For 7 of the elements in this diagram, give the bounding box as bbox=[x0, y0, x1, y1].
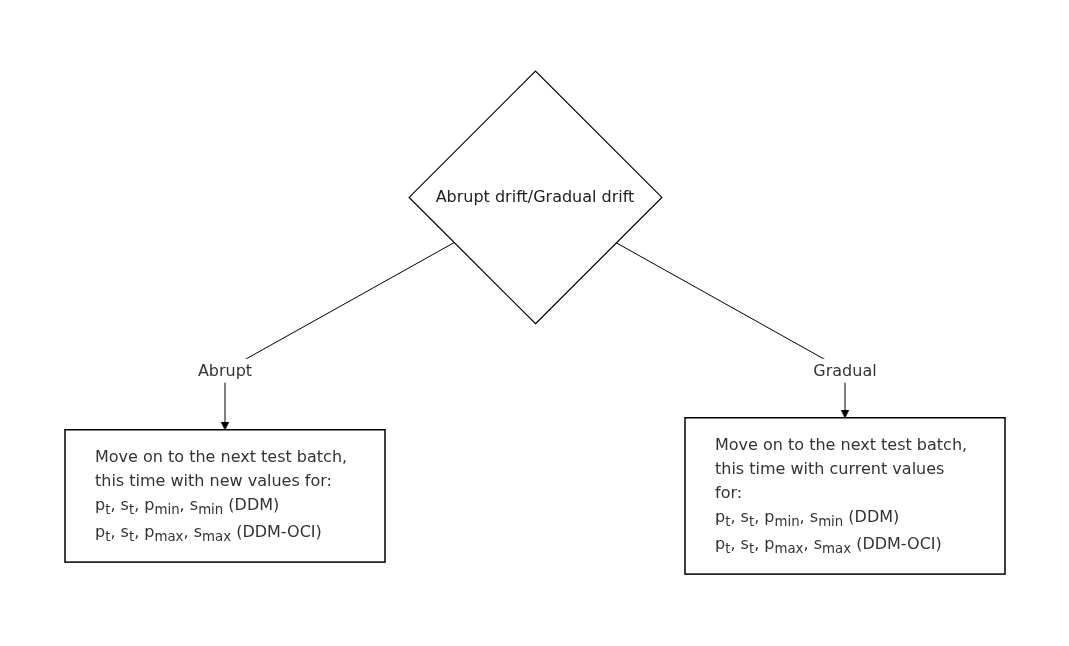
arrow bbox=[220, 242, 454, 431]
arrow bbox=[615, 242, 849, 419]
node-box bbox=[63, 429, 386, 564]
node-diamond bbox=[407, 70, 663, 326]
node-box bbox=[683, 417, 1006, 576]
edge-label: Gradual bbox=[812, 361, 877, 381]
edge-label: Abrupt bbox=[197, 361, 252, 381]
